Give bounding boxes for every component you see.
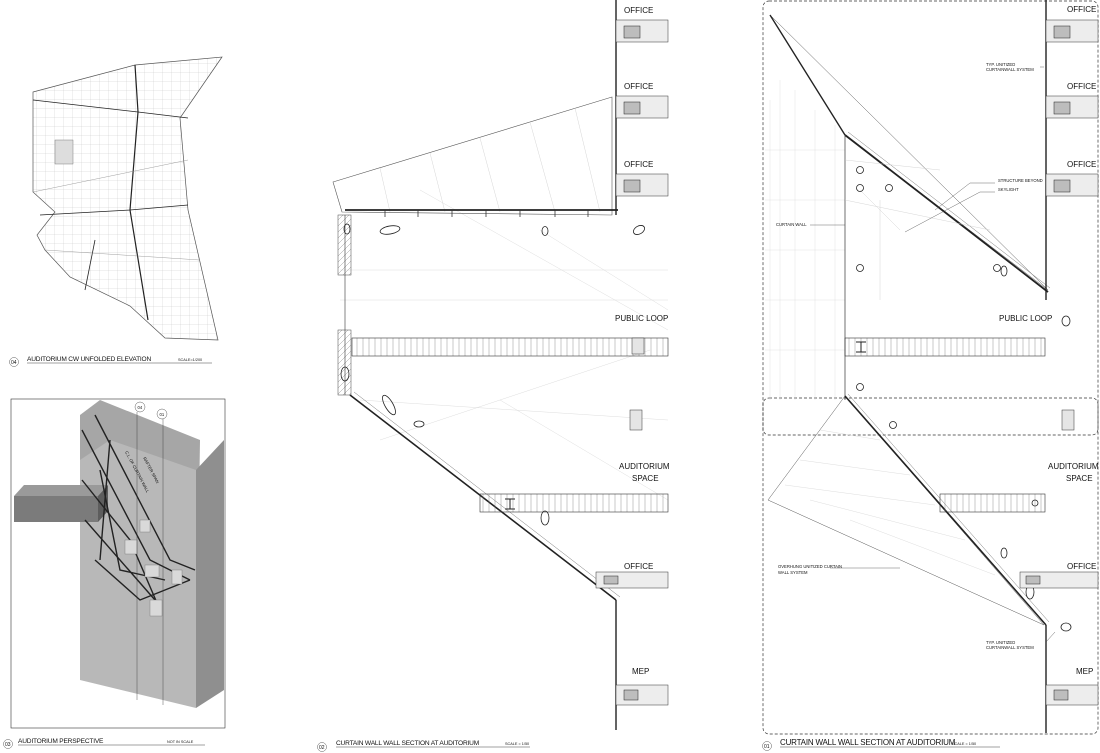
drawing-number-01: 01 bbox=[764, 744, 770, 750]
section02-label-public-loop: PUBLIC LOOP bbox=[615, 314, 668, 323]
section01-note-typ-1: TYP. UNITIZED bbox=[986, 640, 1015, 645]
section01-note-curtainwall-2: CURTAINWALL SYSTEM bbox=[986, 67, 1034, 72]
section01-label-office-4: OFFICE bbox=[1067, 562, 1096, 571]
section01-label-office-3: OFFICE bbox=[1067, 160, 1096, 169]
title-block-04: 04 AUDITORIUM CW UNFOLDED ELEVATION SCAL… bbox=[9, 356, 212, 367]
grid-tag-perspective-1: 04 bbox=[138, 405, 143, 410]
drawing-scale-02: SCALE = 1/50 bbox=[505, 742, 529, 746]
section02-label-office-2: OFFICE bbox=[624, 82, 653, 91]
section02-label-auditorium: AUDITORIUM bbox=[619, 462, 670, 471]
section02-label-mep: MEP bbox=[632, 667, 649, 676]
section02-label-office-3: OFFICE bbox=[624, 160, 653, 169]
section01-note-typ-2: CURTAINWALL SYSTEM bbox=[986, 645, 1034, 650]
section01-note-overhung-2: WALL SYSTEM bbox=[778, 570, 808, 575]
section01-note-curtainwall-1: TYP. UNITIZED bbox=[986, 62, 1015, 67]
section01-note-structure: STRUCTURE BEYOND bbox=[998, 178, 1043, 183]
drawing-title-01: CURTAIN WALL WALL SECTION AT AUDITORIUM bbox=[780, 738, 956, 747]
section01-label-space: SPACE bbox=[1066, 474, 1093, 483]
drawing-number-03: 03 bbox=[5, 742, 11, 748]
section-02-drawing: OFFICE OFFICE OFFICE PUBLIC LOOP AUDITOR… bbox=[332, 0, 670, 730]
section02-label-office-1: OFFICE bbox=[624, 6, 653, 15]
drawing-number-04: 04 bbox=[11, 360, 17, 366]
drawing-title-02: CURTAIN WALL WALL SECTION AT AUDITORIUM bbox=[336, 740, 479, 747]
perspective-drawing: 04 01 C.L. OF CURTAIN WALL RAFTER SPAN bbox=[10, 398, 226, 729]
section02-label-office-4: OFFICE bbox=[624, 562, 653, 571]
section02-label-space: SPACE bbox=[632, 474, 659, 483]
drawing-number-02: 02 bbox=[319, 745, 325, 751]
title-block-02: 02 CURTAIN WALL WALL SECTION AT AUDITORI… bbox=[317, 740, 530, 752]
section01-label-office-2: OFFICE bbox=[1067, 82, 1096, 91]
drawing-title-04: AUDITORIUM CW UNFOLDED ELEVATION bbox=[27, 356, 151, 363]
grid-tag-perspective-2: 01 bbox=[160, 412, 165, 417]
title-block-03: 03 AUDITORIUM PERSPECTIVE NOT IN SCALE bbox=[3, 738, 205, 749]
section01-note-overhung-1: OVERHUNG UNITIZED CURTAIN bbox=[778, 564, 842, 569]
drawing-scale-01: SCALE = 1/50 bbox=[952, 742, 976, 746]
drawing-title-03: AUDITORIUM PERSPECTIVE bbox=[18, 738, 104, 745]
section01-label-auditorium: AUDITORIUM bbox=[1048, 462, 1099, 471]
section01-note-curtain-wall: CURTAIN WALL bbox=[776, 222, 807, 227]
drawing-scale-04: SCALE=1/200 bbox=[178, 358, 202, 362]
title-block-01: 01 CURTAIN WALL WALL SECTION AT AUDITORI… bbox=[762, 738, 1000, 751]
section01-label-mep: MEP bbox=[1076, 667, 1093, 676]
drawing-scale-03: NOT IN SCALE bbox=[167, 740, 194, 744]
section01-label-office-1: OFFICE bbox=[1067, 5, 1096, 14]
section01-label-public-loop: PUBLIC LOOP bbox=[999, 314, 1052, 323]
section01-note-skylight: SKYLIGHT bbox=[998, 187, 1019, 192]
unfolded-elevation-drawing bbox=[32, 56, 223, 341]
section-01-drawing: OFFICE OFFICE OFFICE PUBLIC LOOP AUDITOR… bbox=[505, 0, 1099, 735]
